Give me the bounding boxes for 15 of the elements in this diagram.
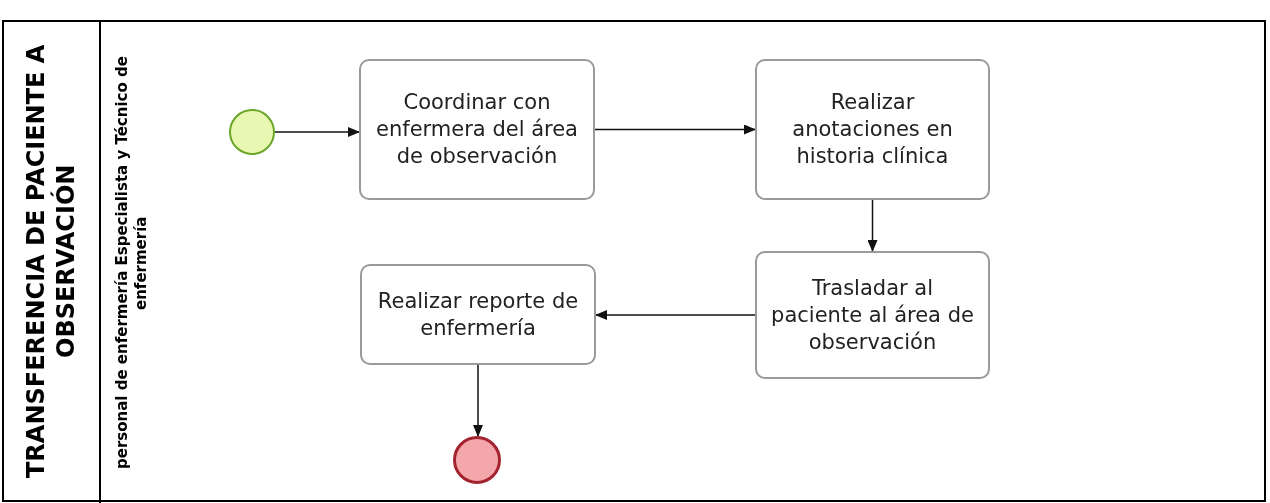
task-box: [359, 59, 595, 200]
arrow: [867, 199, 878, 252]
pool-title: TRANSFERENCIA DE PACIENTE A OBSERVACIÓN: [20, 43, 81, 480]
task-box: [755, 251, 990, 379]
task-box: [360, 264, 596, 365]
arrow: [595, 310, 756, 320]
arrow: [473, 364, 483, 437]
task-label: Realizar reporte de enfermería: [376, 287, 580, 342]
task-label: Coordinar con enfermera del área de observación: [375, 89, 579, 170]
arrow: [594, 124, 756, 135]
arrow: [274, 127, 360, 137]
lane-label: personal de enfermería Especialista y Técnico de enfermería: [113, 55, 151, 472]
task-box: [755, 59, 990, 200]
task-label: Trasladar al paciente al área de observación: [770, 274, 975, 356]
task-label: Realizar anotaciones en historia clínica: [791, 89, 954, 170]
